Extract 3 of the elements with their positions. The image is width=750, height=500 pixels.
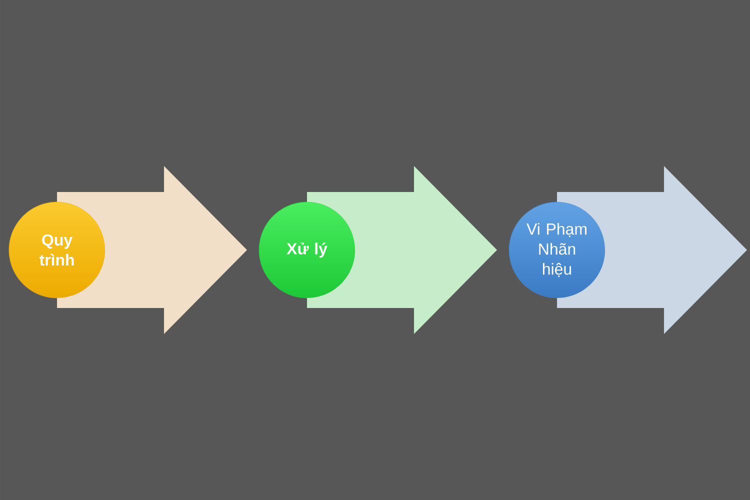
block-arrow [307, 166, 497, 334]
block-arrow [557, 166, 747, 334]
block-arrow [57, 166, 247, 334]
